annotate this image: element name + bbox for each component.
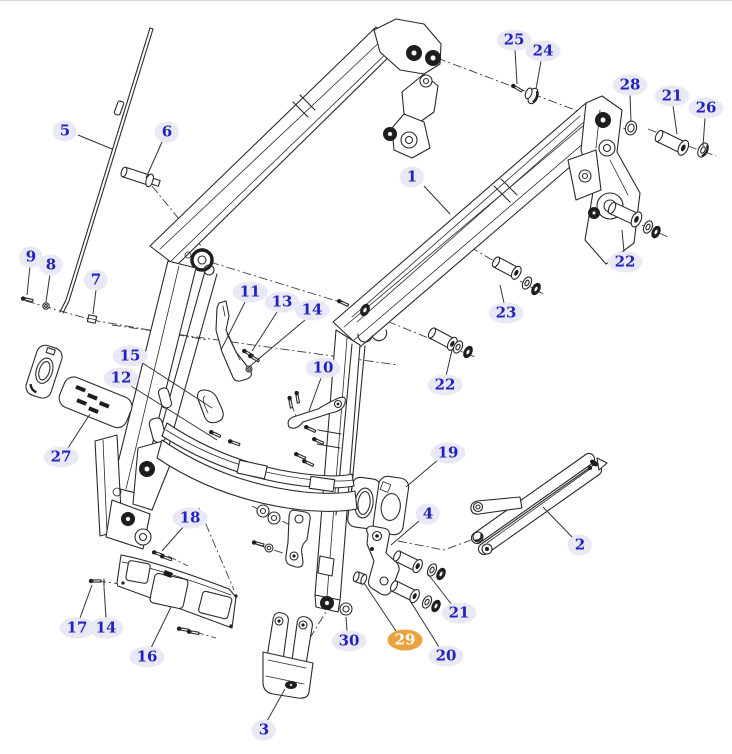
leader-line-20	[408, 598, 440, 648]
leader-line-24	[535, 60, 542, 90]
part-callout-3[interactable]: 3	[251, 719, 277, 741]
part-callout-22-middle[interactable]: 22	[427, 374, 463, 396]
part-callout-20[interactable]: 20	[428, 645, 464, 667]
loader-arm-right-drawing	[314, 95, 641, 613]
part-callout-2[interactable]: 2	[567, 534, 593, 556]
loader-arm-left-drawing	[94, 18, 442, 550]
part-callout-22-right[interactable]: 22	[607, 251, 643, 273]
leader-line-16	[150, 606, 172, 649]
page-top-border	[0, 0, 732, 1]
leader-line-12	[130, 385, 218, 441]
leader-line-13	[251, 311, 278, 352]
part-callout-24[interactable]: 24	[525, 40, 561, 62]
leader-line-21-upper	[672, 105, 678, 135]
part-callout-14-upper[interactable]: 14	[294, 299, 330, 321]
guard-plate-drawing	[88, 548, 238, 637]
part-callout-27[interactable]: 27	[43, 446, 79, 468]
fasteners-drawing	[335, 82, 709, 361]
crossmember-drawing	[156, 422, 358, 568]
leader-line-17	[79, 584, 93, 619]
leader-line-25	[514, 49, 518, 85]
leader-line-2	[542, 506, 574, 539]
leader-line-15	[140, 361, 213, 409]
leader-line-14-lower	[103, 586, 107, 619]
part-callout-30[interactable]: 30	[331, 630, 367, 652]
part-callout-29[interactable]: 29	[387, 629, 423, 651]
leader-line-19	[405, 458, 440, 488]
leader-line-4	[390, 520, 420, 546]
leader-line-9	[26, 265, 31, 296]
leader-line-10	[308, 377, 322, 412]
part-callout-6[interactable]: 6	[154, 121, 180, 143]
part-callout-21-upper[interactable]: 21	[654, 85, 690, 107]
part-callout-25[interactable]: 25	[496, 29, 532, 51]
part-callout-18[interactable]: 18	[172, 507, 208, 529]
part-callout-1[interactable]: 1	[399, 166, 425, 188]
part-callout-16[interactable]: 16	[129, 646, 165, 668]
part-callout-14-lower[interactable]: 14	[88, 617, 124, 639]
leader-line-23	[499, 284, 505, 304]
part-callout-9[interactable]: 9	[18, 246, 44, 268]
leader-line-11	[220, 301, 246, 351]
leader-line-14-upper	[248, 319, 306, 368]
leader-lines	[26, 49, 706, 722]
leader-line-21-lower	[427, 573, 453, 606]
part-callout-7[interactable]: 7	[83, 269, 109, 291]
leader-line-26	[702, 117, 706, 147]
part-callout-8[interactable]: 8	[38, 254, 64, 276]
clevis-drawing	[262, 612, 314, 699]
part-callout-5[interactable]: 5	[52, 120, 78, 142]
leader-line-6	[145, 141, 163, 179]
leader-line-22-right	[621, 229, 625, 253]
part-callout-11[interactable]: 11	[232, 281, 268, 303]
part-callout-15[interactable]: 15	[112, 345, 148, 367]
part-callout-19[interactable]: 19	[430, 442, 466, 464]
part-callout-28[interactable]: 28	[612, 74, 648, 96]
part-callout-10[interactable]: 10	[305, 357, 341, 379]
leader-line-1	[423, 185, 451, 215]
leader-line-22-middle	[445, 349, 453, 377]
part-callout-12[interactable]: 12	[103, 367, 139, 389]
part-callout-21-lower[interactable]: 21	[441, 602, 477, 624]
part-callout-23[interactable]: 23	[488, 302, 524, 324]
left-small-parts-drawing	[19, 27, 161, 429]
leader-line-30	[345, 616, 348, 632]
linkage-drawing	[470, 452, 608, 556]
lower-right-cluster-drawing	[339, 475, 449, 616]
part-callout-13[interactable]: 13	[264, 291, 300, 313]
part-callout-17[interactable]: 17	[59, 617, 95, 639]
part-callout-26[interactable]: 26	[688, 97, 724, 119]
leader-line-18	[161, 525, 185, 552]
leader-line-8	[45, 273, 51, 303]
leader-line-27	[67, 413, 91, 449]
part-callout-4[interactable]: 4	[415, 503, 441, 525]
leader-line-29	[363, 582, 397, 632]
leader-line-5	[77, 134, 113, 150]
leader-line-28	[629, 94, 632, 123]
leader-line-7	[92, 289, 97, 315]
middle-brackets-drawing	[197, 300, 346, 429]
leader-line-3	[266, 688, 286, 722]
